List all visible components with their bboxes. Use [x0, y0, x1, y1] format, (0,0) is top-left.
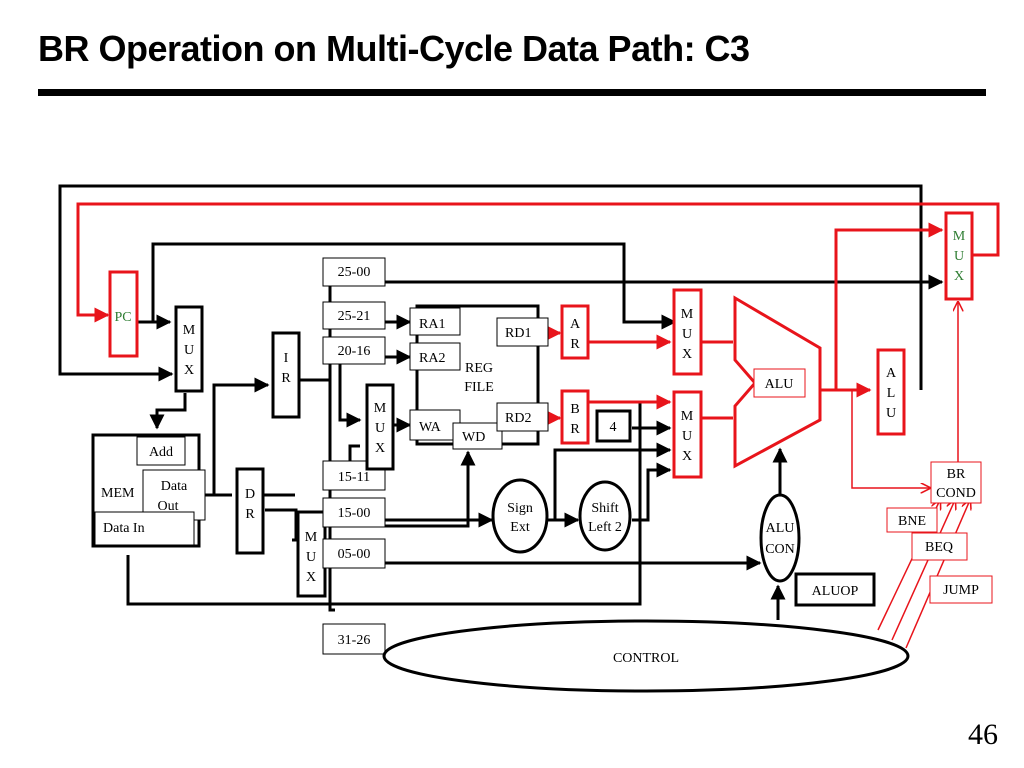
control-lines	[851, 302, 970, 649]
svg-text:M: M	[953, 229, 966, 244]
svg-text:Left 2: Left 2	[588, 520, 622, 535]
svg-text:Out: Out	[158, 499, 179, 514]
mux-write-data: M U X	[296, 510, 327, 598]
mux-write-address: M U X	[365, 383, 395, 471]
b-register: B R	[560, 389, 590, 445]
data-register: D R	[235, 467, 265, 555]
svg-text:RD1: RD1	[505, 326, 531, 341]
svg-text:U: U	[954, 249, 964, 264]
svg-text:JUMP: JUMP	[943, 583, 979, 598]
svg-text:X: X	[682, 347, 692, 362]
svg-text:31-26: 31-26	[338, 633, 371, 648]
svg-text:B: B	[570, 402, 579, 417]
alu-control: ALU CON	[759, 493, 801, 583]
svg-text:Sign: Sign	[507, 501, 533, 516]
svg-text:U: U	[184, 343, 194, 358]
svg-text:4: 4	[610, 420, 617, 435]
svg-text:05-00: 05-00	[338, 547, 371, 562]
page-title: BR Operation on Multi-Cycle Data Path: C…	[38, 28, 750, 69]
svg-text:A: A	[886, 366, 897, 381]
svg-text:Data In: Data In	[103, 521, 145, 536]
svg-text:25-21: 25-21	[338, 309, 371, 324]
svg-text:15-11: 15-11	[338, 470, 370, 485]
branch-condition: BR COND	[930, 461, 982, 504]
svg-text:D: D	[245, 487, 255, 502]
pc-register: PC	[108, 270, 139, 358]
alu-unit: ALU	[733, 295, 822, 469]
svg-text:WA: WA	[419, 420, 442, 435]
svg-text:CON: CON	[765, 542, 795, 557]
beq-signal: BEQ	[911, 532, 968, 561]
svg-text:WD: WD	[462, 430, 485, 445]
svg-text:MEM: MEM	[101, 486, 135, 501]
svg-text:RA2: RA2	[419, 351, 445, 366]
svg-text:U: U	[682, 429, 692, 444]
svg-text:X: X	[306, 570, 316, 585]
bit-field-labels: 25-00 25-21 20-16 15-11 15-00 05-00 31-2…	[338, 265, 371, 648]
svg-text:25-00: 25-00	[338, 265, 371, 280]
svg-text:R: R	[570, 337, 580, 352]
bit-fields	[322, 257, 386, 655]
svg-text:X: X	[954, 269, 964, 284]
alu-out-register: A L U	[876, 348, 906, 436]
instruction-register: I R	[271, 331, 301, 419]
svg-text:U: U	[682, 327, 692, 342]
svg-text:CONTROL: CONTROL	[613, 651, 679, 666]
svg-text:R: R	[245, 507, 255, 522]
aluop-box: ALUOP	[794, 572, 876, 607]
a-register: A R	[560, 304, 590, 360]
register-file: RA1 RA2 WA WD RD1 RD2 REG FILE	[409, 304, 549, 450]
memory-block: Add MEM Data Out Data In	[91, 433, 206, 548]
svg-text:ALU: ALU	[765, 377, 794, 392]
svg-text:M: M	[374, 401, 387, 416]
svg-text:Shift: Shift	[591, 501, 618, 516]
sign-extend: Sign Ext	[491, 478, 549, 554]
shift-left-2: Shift Left 2	[578, 480, 632, 552]
control-unit: CONTROL	[382, 619, 910, 693]
svg-text:15-00: 15-00	[338, 506, 371, 521]
svg-text:M: M	[681, 307, 694, 322]
svg-text:L: L	[887, 386, 896, 401]
svg-text:RA1: RA1	[419, 317, 445, 332]
title-rule	[38, 89, 986, 96]
svg-text:REG: REG	[465, 361, 493, 376]
page-number: 46	[968, 718, 998, 751]
svg-text:Add: Add	[149, 445, 173, 460]
svg-text:BNE: BNE	[898, 514, 926, 529]
svg-text:R: R	[570, 422, 580, 437]
svg-text:Ext: Ext	[510, 520, 530, 535]
svg-text:COND: COND	[936, 486, 976, 501]
svg-text:X: X	[184, 363, 194, 378]
mux-address: M U X	[174, 305, 204, 393]
svg-text:M: M	[183, 323, 196, 338]
svg-text:Data: Data	[161, 479, 188, 494]
svg-text:FILE: FILE	[464, 380, 494, 395]
svg-text:BEQ: BEQ	[925, 540, 953, 555]
svg-text:X: X	[682, 449, 692, 464]
svg-text:PC: PC	[114, 310, 131, 325]
svg-text:A: A	[570, 317, 581, 332]
svg-text:BR: BR	[947, 467, 966, 482]
svg-text:U: U	[306, 550, 316, 565]
svg-text:M: M	[305, 530, 318, 545]
svg-text:ALU: ALU	[766, 521, 795, 536]
svg-text:RD2: RD2	[505, 411, 531, 426]
mux-pc-source: M U X	[944, 211, 974, 301]
svg-text:I: I	[284, 351, 289, 366]
mux-alu-a: M U X	[672, 288, 703, 376]
svg-text:X: X	[375, 441, 385, 456]
svg-text:U: U	[375, 421, 385, 436]
constant-four: 4	[595, 409, 632, 443]
bne-signal: BNE	[886, 507, 938, 533]
svg-text:R: R	[281, 371, 291, 386]
svg-text:ALUOP: ALUOP	[812, 584, 859, 599]
jump-signal: JUMP	[929, 575, 993, 604]
svg-text:M: M	[681, 409, 694, 424]
svg-text:20-16: 20-16	[338, 344, 371, 359]
mux-alu-b: M U X	[672, 390, 703, 479]
svg-text:U: U	[886, 406, 896, 421]
